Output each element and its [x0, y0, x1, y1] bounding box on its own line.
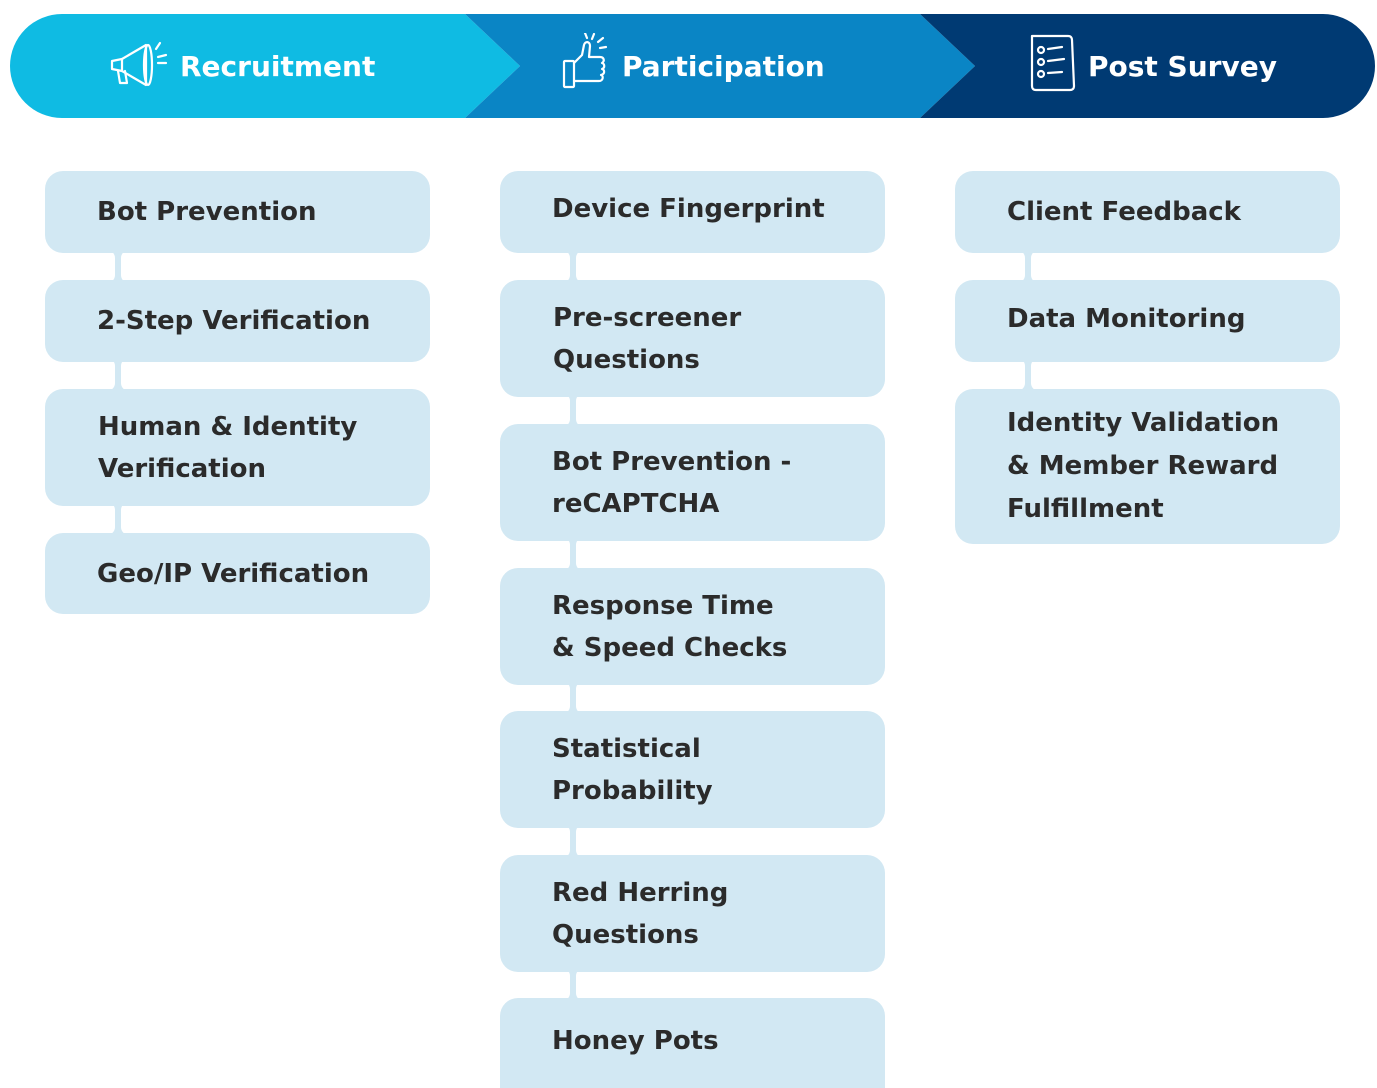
post-survey-item-data-monitoring: Data Monitoring [955, 280, 1340, 362]
item-label: Pre-screener Questions [553, 302, 742, 375]
stage-post-survey-segment [920, 14, 1375, 118]
participation-item-red-herring-questions: Red Herring Questions [500, 855, 885, 972]
item-label: Bot Prevention - reCAPTCHA [552, 446, 792, 519]
connector [562, 824, 584, 858]
participation-item-honey-pots: Honey Pots [500, 998, 885, 1088]
item-label: Data Monitoring [1007, 304, 1246, 334]
item-label: Statistical Probability [552, 733, 713, 806]
item-label: 2-Step Verification [97, 306, 371, 336]
participation-item-pre-screener-questions: Pre-screener Questions [500, 280, 885, 397]
post-survey-item-client-feedback: Client Feedback [955, 171, 1340, 253]
connector [562, 681, 584, 714]
stage-recruitment-segment [10, 14, 520, 118]
stage-banner: Recruitment Participation [10, 14, 1375, 118]
item-label: Honey Pots [552, 1026, 719, 1056]
stage-recruitment-label: Recruitment [180, 49, 376, 83]
stage-participation-label: Participation [622, 49, 825, 83]
connector [562, 537, 584, 571]
connector [107, 250, 129, 283]
post-survey-item-identity-validation: Identity Validation & Member Reward Fulf… [955, 389, 1340, 544]
participation-item-response-time-speed-checks: Response Time & Speed Checks [500, 568, 885, 685]
item-label: Geo/IP Verification [97, 558, 370, 589]
recruitment-item-2-step-verification: 2-Step Verification [45, 280, 430, 362]
connector [107, 358, 129, 391]
stage-participation: Participation [560, 14, 825, 118]
stage-post-survey-label: Post Survey [1088, 49, 1277, 83]
item-label: Red Herring Questions [552, 877, 729, 950]
connector [562, 968, 584, 1001]
item-label: Client Feedback [1007, 197, 1241, 227]
stage-post-survey: Post Survey [1024, 14, 1277, 118]
recruitment-item-human-identity-verification: Human & Identity Verification [45, 389, 430, 506]
item-label: Response Time & Speed Checks [552, 590, 788, 663]
recruitment-item-geo-ip-verification: Geo/IP Verification [45, 533, 430, 614]
connector [1017, 358, 1039, 391]
item-label: Bot Prevention [97, 197, 317, 227]
participation-item-statistical-probability: Statistical Probability [500, 711, 885, 828]
recruitment-item-bot-prevention: Bot Prevention [45, 171, 430, 253]
connector [562, 250, 584, 283]
stage-banner-shape [10, 14, 1375, 118]
item-label: Identity Validation & Member Reward Fulf… [1007, 408, 1280, 524]
thumbs-up-icon [560, 31, 612, 100]
stage-recruitment: Recruitment [106, 14, 375, 118]
item-label: Human & Identity Verification [98, 411, 358, 484]
megaphone-icon [106, 35, 170, 98]
stage-participation-segment [465, 14, 975, 118]
connector [1017, 250, 1039, 283]
connector [562, 393, 584, 427]
participation-item-bot-prevention-recaptcha: Bot Prevention - reCAPTCHA [500, 424, 885, 541]
participation-item-device-fingerprint: Device Fingerprint [500, 171, 885, 253]
connector [107, 502, 129, 535]
item-label: Device Fingerprint [552, 194, 825, 224]
checklist-icon [1024, 32, 1078, 101]
